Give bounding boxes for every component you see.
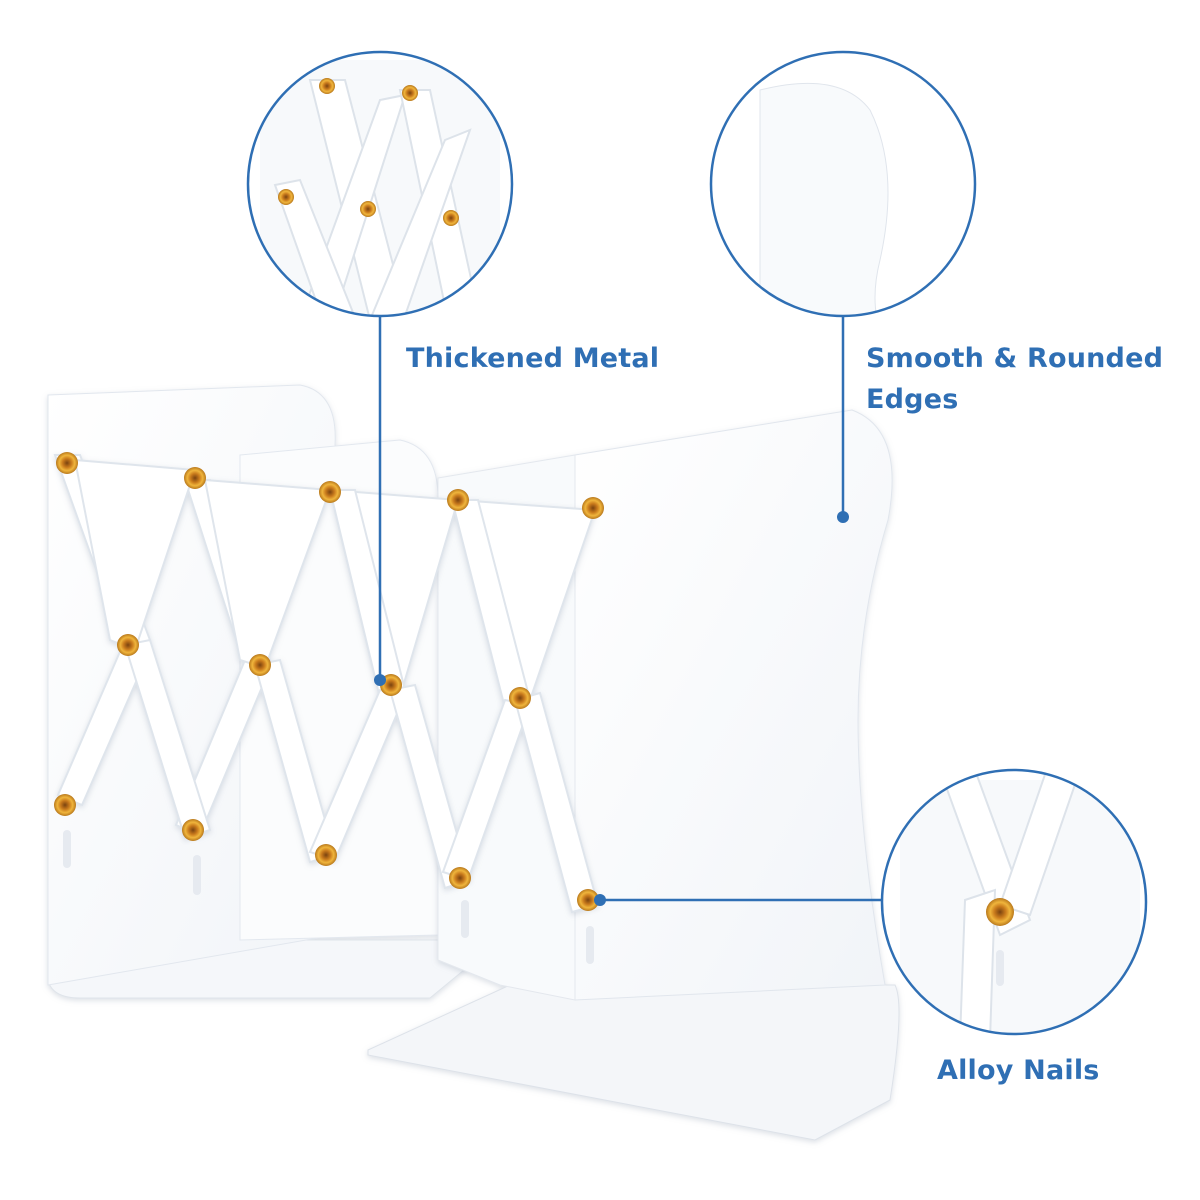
alloy-nail [577, 889, 599, 911]
right-bookend-panel [574, 409, 893, 1001]
alloy-nail [249, 654, 271, 676]
right-bookend-base [367, 984, 900, 1141]
alloy-nail [56, 452, 78, 474]
callout-thickened-metal: Thickened Metal [406, 338, 659, 379]
callout-leader-lines [374, 316, 882, 906]
alloy-nail [184, 467, 206, 489]
zoom-circle-thickened-metal [246, 50, 514, 318]
alloy-nail [54, 794, 76, 816]
callout-line: Thickened Metal [406, 343, 660, 374]
alloy-nail [182, 819, 204, 841]
alloy-nail [509, 687, 531, 709]
alloy-nail [582, 497, 604, 519]
slot-holes [63, 830, 594, 964]
alloy-nail [449, 867, 471, 889]
zoom-circle-alloy-nails [880, 768, 1148, 1036]
callout-line: Alloy Nails [937, 1055, 1100, 1086]
alloy-nail [117, 634, 139, 656]
callout-alloy-nails: Alloy Nails [937, 1050, 1100, 1091]
alloy-nail [447, 489, 469, 511]
alloy-nail [319, 481, 341, 503]
alloy-nails-group [54, 452, 604, 911]
callout-line: Edges [866, 384, 959, 415]
alloy-nail [315, 844, 337, 866]
zoom-circle-rounded-edges [709, 50, 977, 318]
callout-line: Smooth & Rounded [866, 343, 1164, 374]
callout-rounded-edges: Smooth & Rounded Edges [866, 338, 1163, 420]
